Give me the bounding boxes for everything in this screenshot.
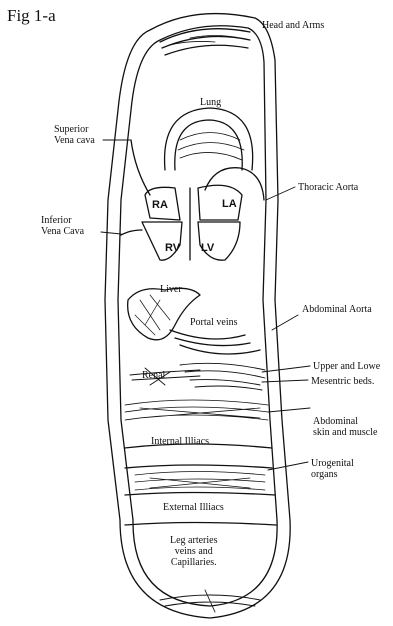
external-iliacs (125, 523, 276, 526)
label-external-iliacs: External Illiacs (163, 502, 224, 513)
leg-capillaries (160, 590, 260, 612)
label-leg-capillaries: Leg arteries veins and Capillaries. (170, 535, 217, 568)
label-renal: Renal (142, 370, 165, 381)
label-inferior-vena-cava: Inferior Vena Cava (41, 215, 84, 237)
label-thoracic-aorta: Thoracic Aorta (298, 182, 358, 193)
aortic-arch (205, 168, 264, 200)
leader-thoracic-aorta (266, 187, 295, 200)
label-superior-vena-cava: Superior Vena cava (54, 124, 95, 146)
label-internal-iliacs: Internal Illiacs (151, 436, 209, 447)
label-liver: Liver (160, 284, 182, 295)
urogenital-organs (135, 472, 265, 491)
label-portal-veins: Portal veins (190, 317, 238, 328)
leader-mesentric (262, 380, 308, 382)
label-abdominal-skin-muscle: Abdominal skin and muscle (313, 416, 377, 438)
label-lung: Lung (200, 97, 221, 108)
label-rv: RV (165, 243, 180, 254)
portal-veins (170, 330, 260, 354)
label-upper-lower: Upper and Lowe (313, 361, 380, 372)
internal-iliacs (125, 444, 272, 468)
label-abdominal-aorta: Abdominal Aorta (302, 304, 372, 315)
lung-loop (165, 108, 253, 170)
label-ra: RA (152, 200, 168, 211)
label-lv: LV (201, 243, 214, 254)
leader-abdominal-skin (268, 408, 310, 412)
label-mesentric-beds: Mesentric beds. (311, 376, 374, 387)
liver (128, 288, 200, 339)
leader-inferior-vc (101, 232, 121, 234)
leader-upper-lower (262, 366, 310, 372)
label-la: LA (222, 199, 237, 210)
abdominal-skin-muscle (125, 400, 268, 420)
label-head-and-arms: Head and Arms (262, 20, 324, 31)
leader-urogenital (268, 462, 308, 470)
inner-circuit (118, 26, 277, 606)
label-urogenital-organs: Urogenital organs (311, 458, 354, 480)
figure-title: Fig 1-a (7, 6, 56, 26)
